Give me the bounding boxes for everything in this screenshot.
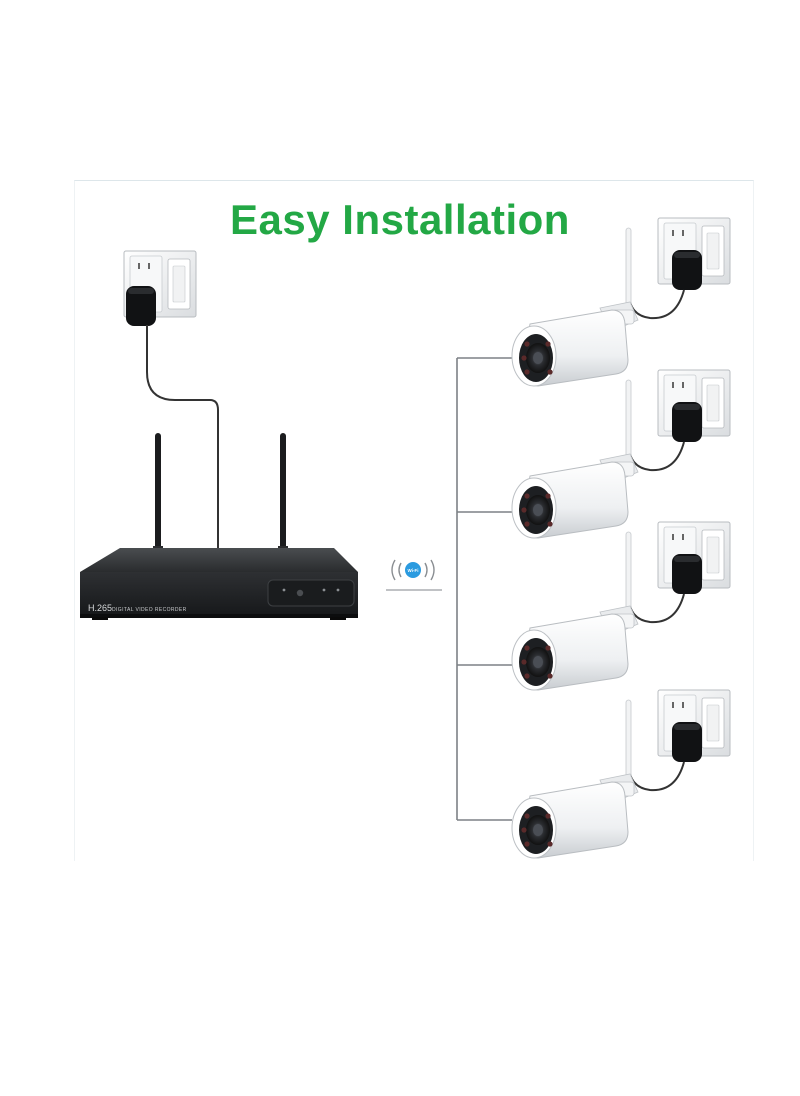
camera-1-power-adapter xyxy=(672,250,702,290)
camera-1-power-cable xyxy=(629,289,685,320)
dvr-antenna-left xyxy=(153,433,163,556)
dvr-antenna-right xyxy=(278,433,288,556)
diagram-panel xyxy=(74,180,754,861)
wifi-signal-icon: Wi-Fi xyxy=(386,559,442,591)
dvr-power-adapter xyxy=(126,286,156,326)
dvr-recorder: H.265 DIGITAL VIDEO RECORDER xyxy=(80,548,358,620)
dvr-model-label: H.265 xyxy=(88,603,112,613)
camera-network-wiring xyxy=(456,357,512,821)
camera-4-power-adapter xyxy=(672,722,702,762)
dvr-subtitle-label: DIGITAL VIDEO RECORDER xyxy=(112,607,187,613)
wifi-badge-label: Wi-Fi xyxy=(408,568,419,573)
camera-2-power-cable xyxy=(629,441,685,472)
camera-1 xyxy=(511,227,639,387)
camera-3-power-adapter xyxy=(672,554,702,594)
dvr-power-cable xyxy=(146,325,219,548)
camera-4-power-cable xyxy=(629,761,685,792)
camera-4 xyxy=(511,699,639,859)
camera-3-power-cable xyxy=(629,593,685,624)
camera-2-power-adapter xyxy=(672,402,702,442)
camera-2 xyxy=(511,379,639,539)
diagram-title: Easy Installation xyxy=(230,196,570,243)
camera-3 xyxy=(511,531,639,691)
